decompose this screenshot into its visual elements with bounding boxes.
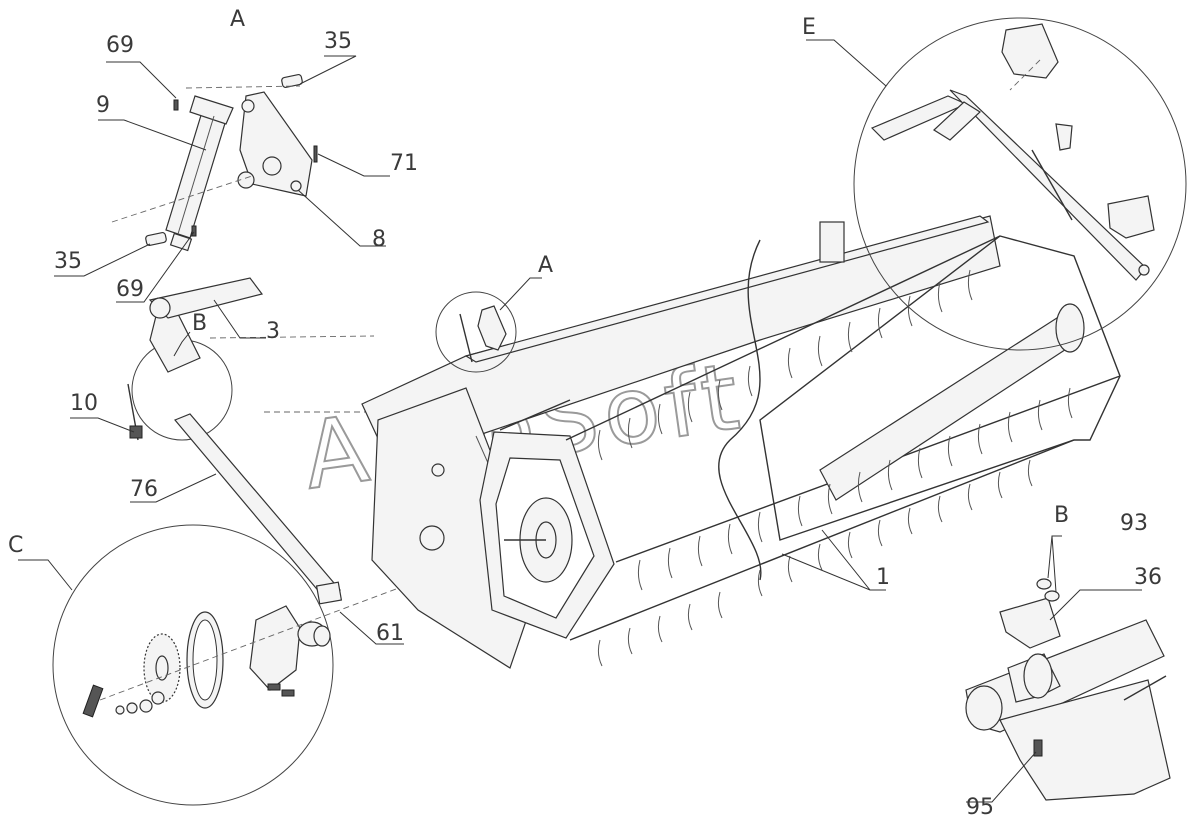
label-93: 93 [1120, 511, 1148, 536]
cotter-69-top [173, 99, 179, 111]
label-1: 1 [876, 565, 890, 590]
hydraulic-cylinder-9 [165, 95, 234, 252]
detail-a-mid-callout [435, 291, 517, 373]
label-35-bottom: 35 [54, 249, 82, 274]
leader-lines [18, 39, 1142, 803]
label-section-a-mid: A [538, 253, 553, 278]
label-95: 95 [966, 795, 994, 820]
label-35-top: 35 [324, 29, 352, 54]
detail-b-right-bearing [965, 578, 1171, 801]
small-hardware [82, 683, 295, 718]
drive-chain [186, 611, 224, 709]
callout-circle-c [52, 524, 334, 806]
label-10: 10 [70, 391, 98, 416]
label-section-e: E [802, 15, 816, 40]
label-3: 3 [266, 319, 280, 344]
detail-a-cylinder-bracket [111, 73, 318, 252]
bolt-10 [127, 383, 143, 441]
reel-left-end [479, 431, 615, 639]
detail-e-upper-arm [853, 17, 1187, 351]
gearbox-housing [249, 605, 331, 691]
detail-c-chain-drive [52, 524, 421, 806]
label-71: 71 [390, 151, 418, 176]
label-36: 36 [1134, 565, 1162, 590]
label-8: 8 [372, 227, 386, 252]
label-section-c: C [8, 533, 23, 558]
label-section-a-top: A [230, 7, 245, 32]
callout-circle-a-mid [435, 291, 517, 373]
part-labels: A 69 35 9 71 8 35 69 B 3 10 76 C 61 A E … [8, 7, 1162, 820]
nut-93-b [1044, 590, 1060, 602]
sprocket [143, 633, 181, 703]
label-section-b-left: B [192, 311, 207, 336]
bracket-8 [237, 91, 313, 197]
pin-71 [313, 145, 318, 163]
label-69-top: 69 [106, 33, 134, 58]
pin-35-top [281, 73, 303, 89]
callout-circle-e [853, 17, 1187, 351]
nut-93-a [1036, 578, 1052, 590]
clamp-36 [999, 597, 1061, 649]
label-61: 61 [376, 621, 404, 646]
label-69-bottom: 69 [116, 277, 144, 302]
pin-35-bottom [145, 231, 167, 247]
bolt-95 [1033, 739, 1043, 757]
label-section-b-right: B [1054, 503, 1069, 528]
cotter-69-bottom [191, 225, 197, 237]
label-9: 9 [96, 93, 110, 118]
label-76: 76 [130, 477, 158, 502]
detail-b-left-arm [127, 277, 404, 605]
